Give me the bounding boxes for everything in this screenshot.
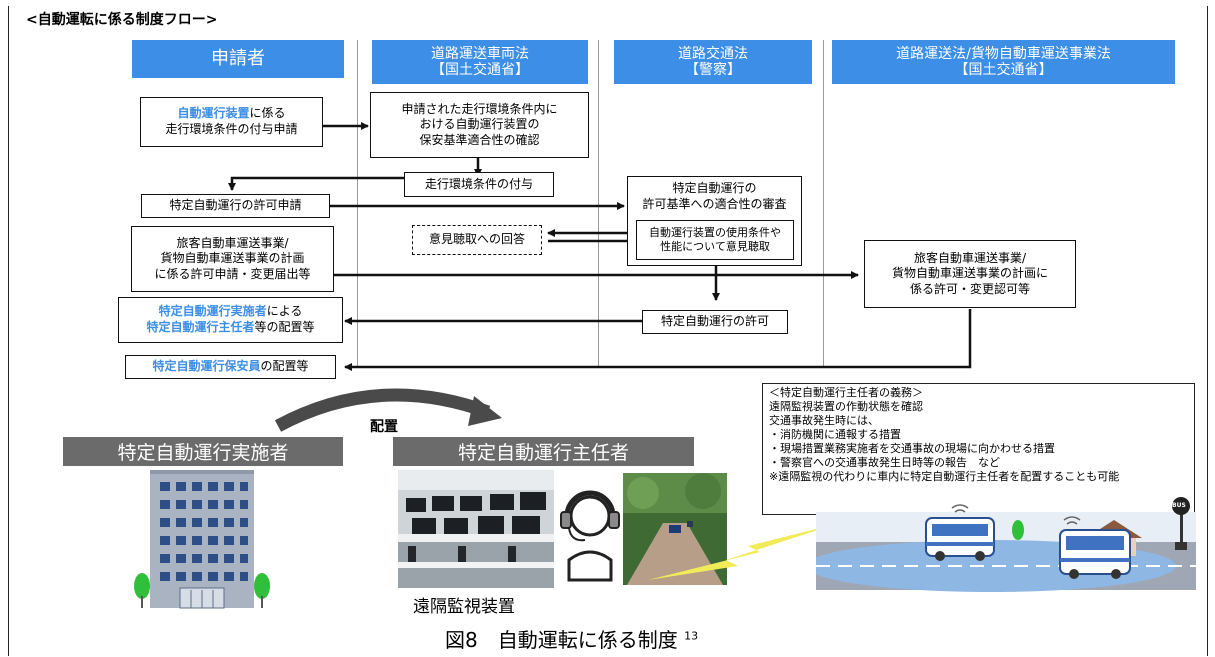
column-header-traffic-act: 道路交通法 【警察】 (614, 40, 812, 84)
box-confirm-safety-standards: 申請された走行環境条件内に おける自動運行装置の 保安基準適合性の確認 (370, 92, 589, 158)
highlight-term: 自動運行装置 (177, 106, 250, 121)
box-text: 保安基準適合性の確認 (419, 132, 540, 147)
caption-text: 図8 自動運転に係る制度 (445, 628, 678, 652)
column-header-transport-act: 道路運送法/貨物自動車運送事業法 【国土交通省】 (832, 40, 1175, 84)
signal-lightning-icon (648, 524, 836, 580)
box-permit: 特定自動運行の許可 (642, 310, 788, 334)
caption-footnote: 13 (684, 629, 699, 643)
box-text: 自動運行装置の使用条件や (649, 225, 781, 239)
duties-line: 遠隔監視装置の作動状態を確認 (769, 400, 923, 414)
column-header-vehicle-act: 道路運送車両法 【国土交通省】 (372, 40, 588, 84)
column-header-label: 道路交通法 (678, 45, 748, 62)
column-header-label: 申請者 (211, 47, 265, 69)
box-text: 走行環境条件の付与申請 (165, 122, 298, 136)
column-header-label: 道路運送車両法 (431, 45, 529, 62)
column-header-ministry: 【国土交通省】 (954, 62, 1053, 78)
autonomous-bus-road-scene (816, 497, 1196, 592)
box-permit-application: 特定自動運行の許可申請 (141, 194, 330, 218)
box-reply-hearing: 意見聴取への回答 (412, 225, 542, 255)
box-text: 特定自動運行の許可 (660, 314, 769, 329)
box-text: 等の配置等 (254, 320, 315, 334)
highlight-term: 特定自動運行実施者 (158, 304, 267, 319)
monitor-device-label: 遠隔監視装置 (413, 597, 515, 617)
monitoring-room-photo (398, 470, 554, 588)
remote-operator-icon (560, 490, 620, 582)
duties-line: ※遠隔監視の代わりに車内に特定自動運行主任者を配置することも可能 (769, 470, 1120, 484)
column-divider (357, 40, 358, 368)
highlight-term: 特定自動運行主任者 (146, 320, 255, 334)
box-business-plan-approval: 旅客自動車運送事業/ 貨物自動車運送事業の計画に 係る許可・変更認可等 (864, 240, 1076, 308)
box-text: 性能について意見聴取 (660, 240, 770, 253)
box-assign-chief: 特定自動運行実施者による 特定自動運行主任者等の配置等 (118, 297, 343, 343)
box-text: 特定自動運行の (672, 181, 757, 195)
duties-line: ・現場措置業務実施者を交通事故の現場に向かわせる措置 (769, 442, 1055, 456)
box-text: 貨物自動車運送事業の計画に (891, 266, 1048, 281)
duties-line: ・消防機関に通報する措置 (769, 428, 901, 442)
box-text: 走行環境条件の付与 (424, 176, 533, 191)
column-header-ministry: 【国土交通省】 (431, 62, 529, 78)
box-text: による (266, 304, 303, 319)
arrow-approval-to-guard (344, 309, 972, 371)
box-text: 意見聴取への回答 (428, 232, 525, 247)
office-building-icon (134, 470, 270, 609)
box-text: に係る (249, 106, 286, 121)
box-text: 旅客自動車運送事業/ (176, 235, 289, 250)
box-text: 申請された走行環境条件内に (401, 101, 558, 116)
diagram-title: <自動運転に係る制度フロー> (26, 12, 218, 28)
box-assign-guard: 特定自動運行保安員の配置等 (125, 355, 336, 379)
column-divider (598, 40, 599, 368)
highlight-term: 特定自動運行保安員 (152, 359, 261, 374)
column-header-applicant: 申請者 (132, 40, 344, 78)
column-header-label: 道路運送法/貨物自動車運送事業法 (896, 45, 1111, 62)
bus-stop-sign-label: BUS (1172, 502, 1186, 509)
box-text: 貨物自動車運送事業の計画 (160, 251, 305, 266)
column-divider (823, 40, 824, 368)
box-business-plan-application: 旅客自動車運送事業/ 貨物自動車運送事業の計画 に係る許可申請・変更届出等 (131, 226, 334, 292)
box-grant-conditions: 走行環境条件の付与 (404, 172, 554, 197)
figure-caption: 図8 自動運転に係る制度 13 (445, 624, 698, 653)
box-text: の配置等 (260, 359, 309, 374)
box-apply-driving-conditions: 自動運行装置に係る 走行環境条件の付与申請 (140, 97, 323, 147)
operator-header: 特定自動運行実施者 (63, 437, 343, 466)
assignment-arrow (274, 388, 502, 432)
chief-header: 特定自動運行主任者 (393, 437, 694, 466)
column-header-ministry: 【警察】 (685, 62, 741, 78)
duties-line: 交通事故発生時には、 (769, 414, 879, 428)
box-text: 許可基準への適合性の審査 (642, 196, 787, 211)
box-text: おける自動運行装置の (419, 117, 540, 132)
box-text: 係る許可・変更認可等 (909, 281, 1030, 296)
duties-line: ・警察官への交通事故発生日時等の報告 など (769, 456, 1000, 470)
box-opinion-hearing: 自動運行装置の使用条件や 性能について意見聴取 (636, 220, 794, 260)
arrow-grant-to-applicant (228, 176, 404, 191)
outer-frame (8, 6, 1208, 656)
box-text: 特定自動運行の許可申請 (169, 198, 302, 213)
assignment-arrow-label: 配置 (370, 419, 398, 435)
box-text: 旅客自動車運送事業/ (913, 250, 1027, 265)
box-text: に係る許可申請・変更届出等 (154, 266, 311, 281)
duties-heading: ＜特定自動運行主任者の義務＞ (769, 386, 923, 399)
